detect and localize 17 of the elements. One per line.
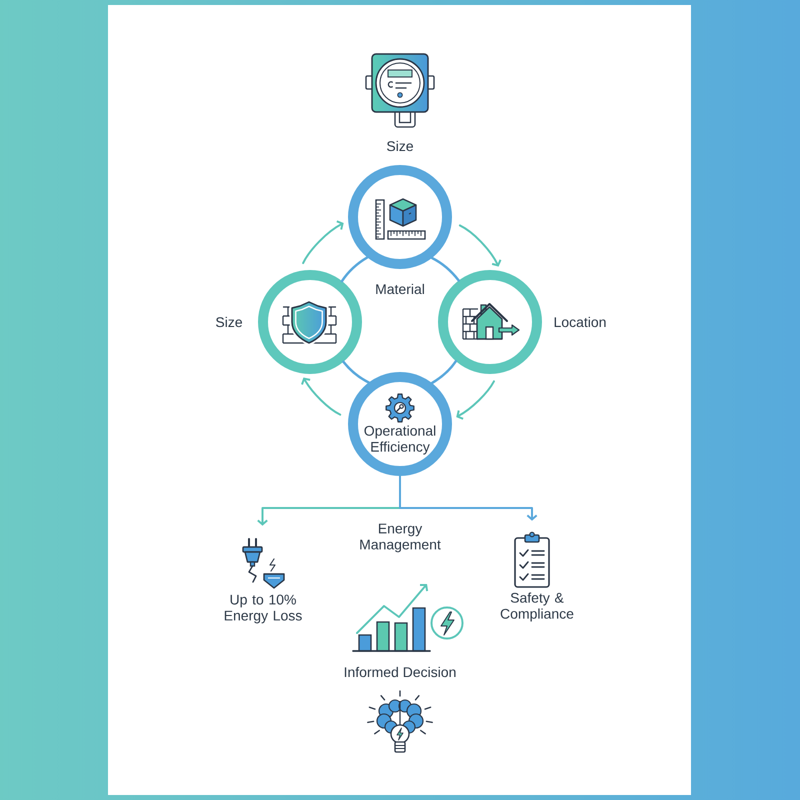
connector-line (340, 256, 369, 282)
icon-caption: Size (387, 140, 413, 152)
text-label: Energy Management (360, 524, 441, 552)
arrow (458, 224, 502, 267)
icon-caption: Safety & Compliance (500, 592, 574, 622)
node-label: Material (376, 284, 424, 294)
connector-line (342, 360, 370, 384)
arrow (456, 380, 495, 420)
connector-line (430, 360, 458, 384)
node-label: Location (554, 316, 606, 328)
icon-caption: Up to 10% Energy Loss (224, 594, 302, 624)
arrow (301, 378, 342, 416)
icon-caption: Informed Decision (344, 666, 456, 678)
node-label: Size (216, 316, 242, 328)
arrow (302, 220, 344, 264)
connector-line (430, 256, 460, 282)
arrow (399, 475, 538, 521)
